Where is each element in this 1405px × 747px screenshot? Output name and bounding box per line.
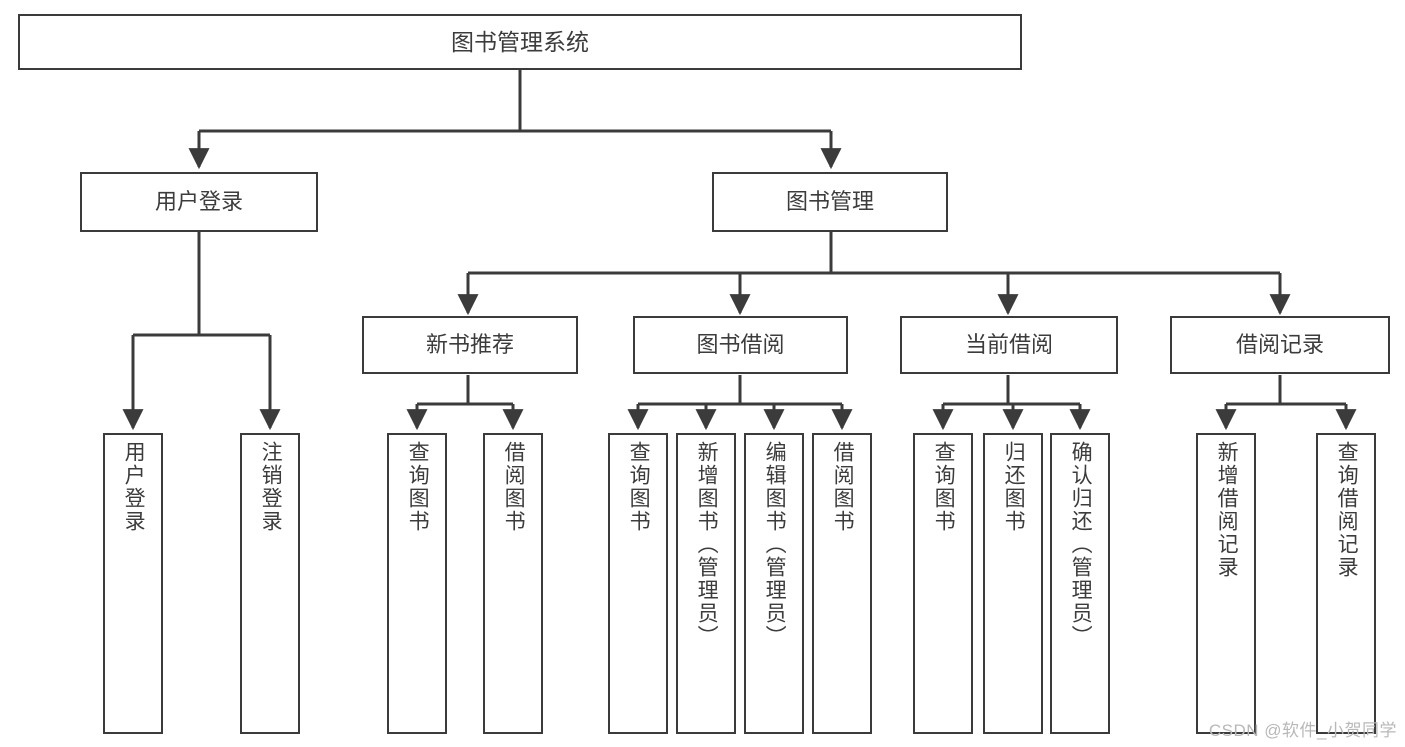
node-label: 用户登录	[122, 441, 146, 533]
node-leaf-query-book-recommend[interactable]: 查询图书	[387, 433, 447, 734]
node-leaf-query-borrow-record[interactable]: 查询借阅记录	[1316, 433, 1376, 734]
node-current-borrow[interactable]: 当前借阅	[900, 316, 1118, 374]
node-leaf-add-book-admin[interactable]: 新增图书（管理员）	[676, 433, 736, 734]
node-book-borrow[interactable]: 图书借阅	[633, 316, 848, 374]
node-label: 查询图书	[932, 441, 956, 533]
node-leaf-user-login[interactable]: 用户登录	[103, 433, 163, 734]
node-label: 确认归还（管理员）	[1069, 441, 1093, 648]
node-label: 查询图书	[406, 441, 430, 533]
node-label: 借阅图书	[502, 441, 526, 533]
node-user-login[interactable]: 用户登录	[80, 172, 318, 232]
node-leaf-edit-book-admin[interactable]: 编辑图书（管理员）	[744, 433, 804, 734]
node-label: 新增借阅记录	[1215, 441, 1239, 579]
node-label: 注销登录	[259, 441, 283, 533]
node-label: 图书借阅	[696, 332, 785, 358]
node-label: 编辑图书（管理员）	[763, 441, 787, 648]
node-leaf-borrow-book[interactable]: 借阅图书	[812, 433, 872, 734]
node-leaf-borrow-book-recommend[interactable]: 借阅图书	[483, 433, 543, 734]
node-leaf-query-book-borrow[interactable]: 查询图书	[608, 433, 668, 734]
node-root-system[interactable]: 图书管理系统	[18, 14, 1022, 70]
watermark-text: CSDN @软件_小贺同学	[1208, 721, 1397, 740]
node-new-book-recommend[interactable]: 新书推荐	[362, 316, 578, 374]
node-label: 图书管理系统	[451, 28, 589, 55]
node-leaf-confirm-return-admin[interactable]: 确认归还（管理员）	[1050, 433, 1110, 734]
node-label: 查询借阅记录	[1335, 441, 1359, 579]
node-leaf-query-book-current[interactable]: 查询图书	[913, 433, 973, 734]
node-label: 查询图书	[627, 441, 651, 533]
node-label: 新书推荐	[425, 332, 514, 358]
node-book-manage[interactable]: 图书管理	[712, 172, 948, 232]
node-leaf-logout[interactable]: 注销登录	[240, 433, 300, 734]
node-label: 借阅记录	[1235, 332, 1324, 358]
node-leaf-add-borrow-record[interactable]: 新增借阅记录	[1196, 433, 1256, 734]
node-label: 借阅图书	[831, 441, 855, 533]
node-label: 归还图书	[1002, 441, 1026, 533]
node-label: 用户登录	[154, 189, 243, 215]
node-label: 新增图书（管理员）	[695, 441, 719, 648]
node-borrow-record[interactable]: 借阅记录	[1170, 316, 1390, 374]
node-label: 当前借阅	[964, 332, 1053, 358]
node-label: 图书管理	[785, 189, 874, 215]
node-leaf-return-book[interactable]: 归还图书	[983, 433, 1043, 734]
